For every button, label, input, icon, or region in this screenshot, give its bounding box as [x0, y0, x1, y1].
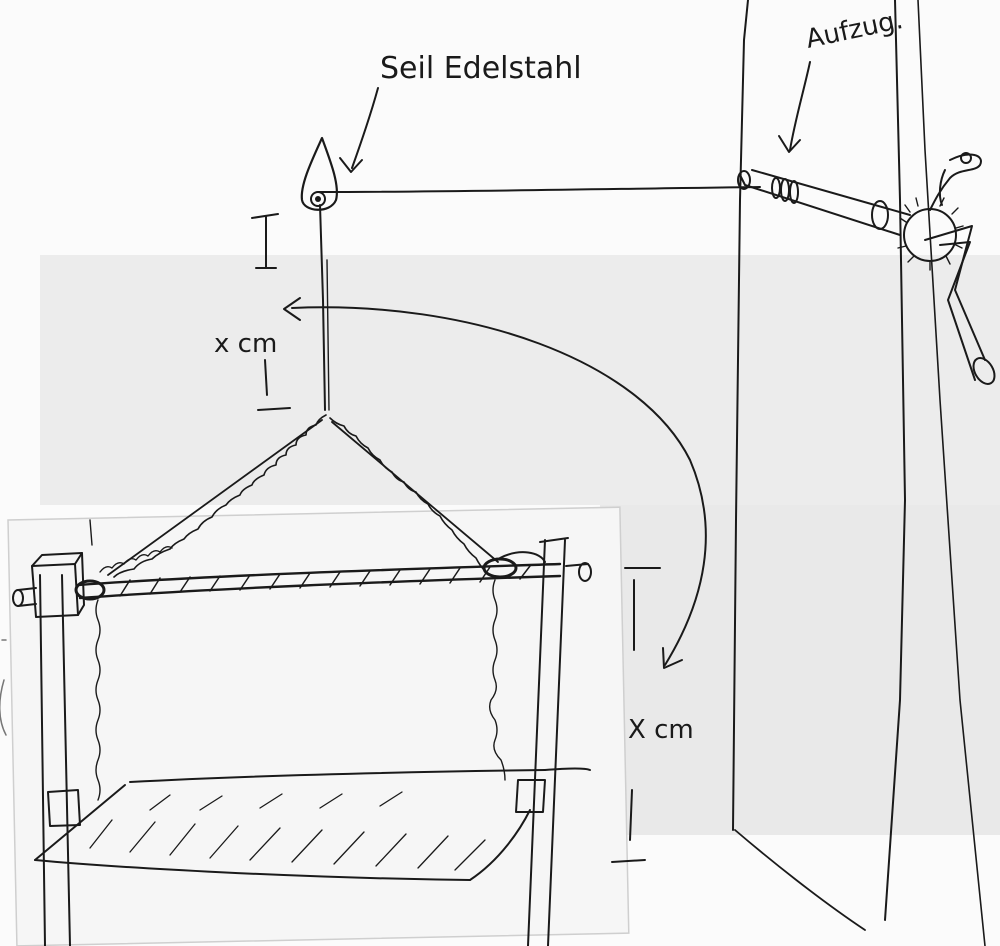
hoist-label-arrowhead — [778, 135, 801, 153]
frame-left-post — [12, 552, 85, 946]
scan-shadow-band — [40, 255, 1000, 505]
scan-shadow-band-lower — [600, 505, 1000, 835]
rope-label-arrowhead — [339, 157, 363, 173]
chain-suspension — [107, 414, 499, 578]
wall-lines — [732, 0, 986, 946]
frame-right-post — [515, 537, 592, 946]
curved-transfer-arrowhead-bottom — [662, 647, 683, 669]
rope-label-arrow — [351, 87, 379, 169]
steel-rope-vertical-twist — [326, 259, 330, 411]
curved-transfer-arrowhead-top — [283, 297, 301, 321]
upper-distance-marker — [251, 213, 291, 411]
steel-rope-vertical — [319, 204, 326, 411]
upper-distance-label: x cm — [214, 329, 277, 359]
hanging-cords — [89, 519, 506, 801]
steel-rope-horizontal — [317, 186, 761, 193]
scan-edge-marks — [0, 639, 7, 736]
spreader-bar — [74, 551, 562, 601]
rope-label: Seil Edelstahl — [380, 51, 582, 86]
lower-distance-label: X cm — [628, 715, 694, 745]
short-chain-top — [99, 545, 173, 573]
hoist-label-arrow — [789, 61, 811, 151]
inner-paper-sheet — [7, 506, 630, 946]
lower-distance-marker — [611, 567, 661, 863]
winch-icon — [737, 152, 996, 385]
cradle-bed — [34, 767, 591, 881]
curved-transfer-arrow — [291, 306, 707, 666]
